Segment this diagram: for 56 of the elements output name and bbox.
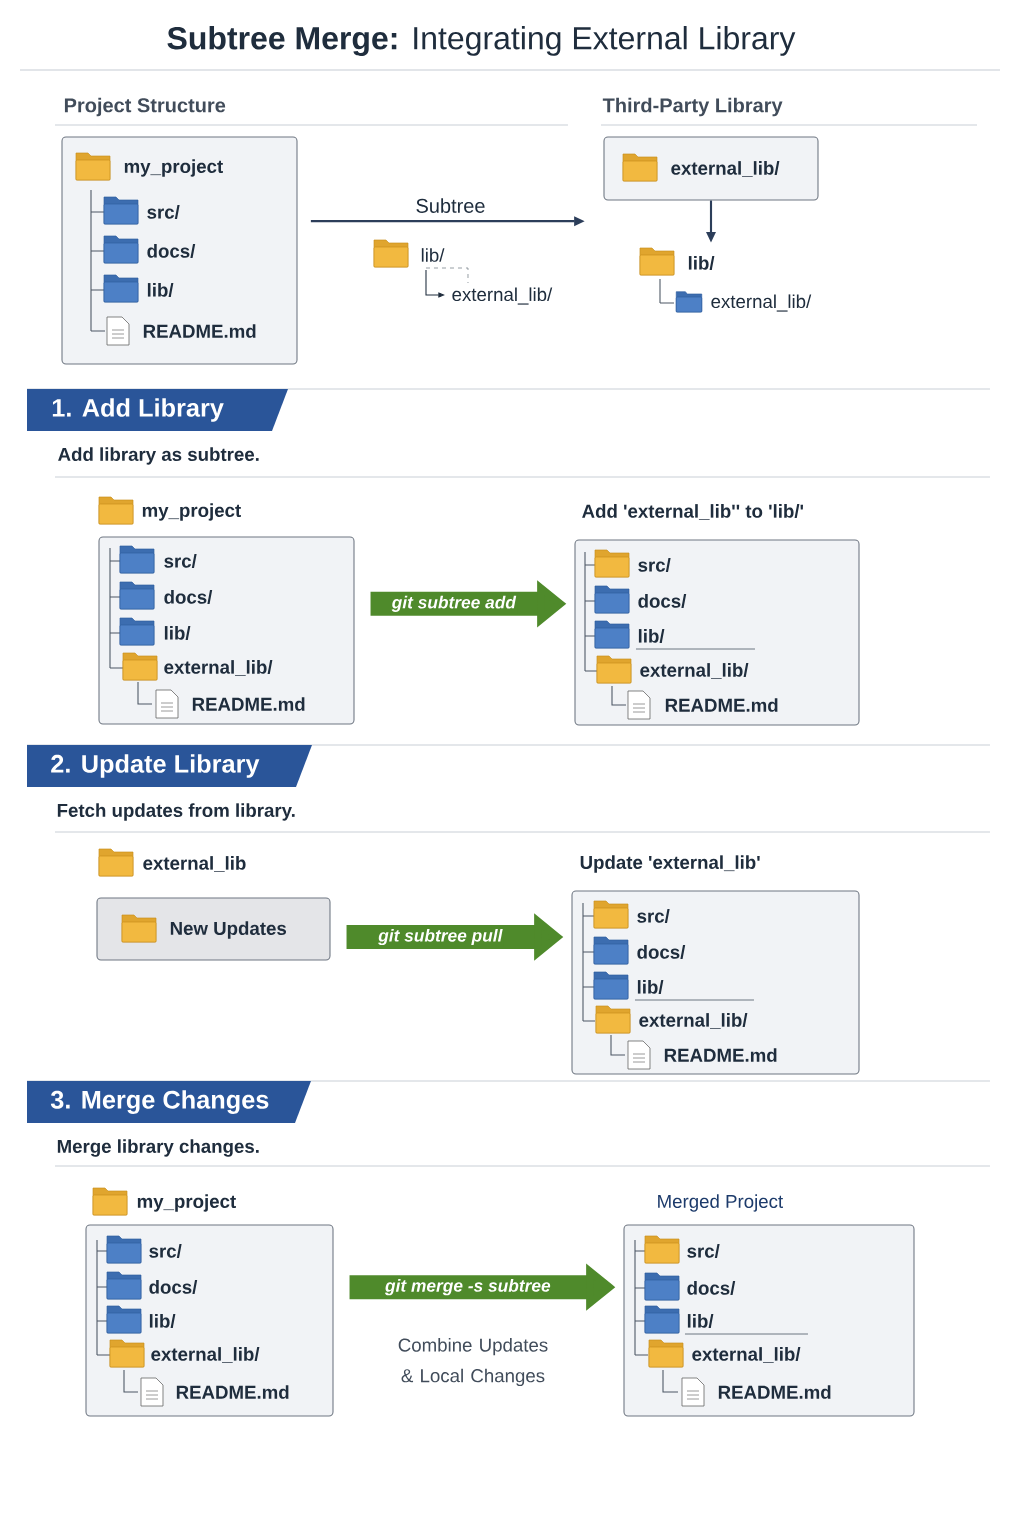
file-name: README.md bbox=[718, 1385, 831, 1399]
box-heading: Add 'external_lib'' to 'lib/' bbox=[582, 504, 803, 520]
folder-name: external_lib/ bbox=[639, 1013, 748, 1029]
file-name: README.md bbox=[176, 1385, 289, 1399]
folder-name: external_lib bbox=[143, 856, 246, 872]
folder-name: external_lib/ bbox=[452, 287, 553, 305]
box-heading: Merged Project bbox=[658, 1194, 783, 1212]
edge-label: git merge -s subtree bbox=[384, 1279, 551, 1296]
folder-name: src/ bbox=[147, 205, 180, 219]
step-description: Merge library changes. bbox=[57, 1139, 259, 1157]
folder-name: external_lib/ bbox=[711, 294, 812, 312]
folder-name: src/ bbox=[149, 1244, 182, 1258]
folder-name: external_lib/ bbox=[692, 1347, 801, 1363]
edge-label: Subtree bbox=[416, 198, 485, 213]
folder-name: external_lib/ bbox=[164, 660, 273, 676]
folder-name: docs/ bbox=[164, 590, 213, 604]
folder-name: my_project bbox=[124, 159, 223, 177]
section-banner: 2. Update Library bbox=[27, 745, 312, 787]
folder-name: src/ bbox=[687, 1244, 720, 1258]
folder-name: my_project bbox=[142, 503, 241, 521]
folder-name: src/ bbox=[637, 909, 670, 923]
file-name: README.md bbox=[143, 324, 256, 338]
file-name: README.md bbox=[192, 697, 305, 711]
folder-name: lib/ bbox=[421, 248, 445, 262]
folder-name: New Updates bbox=[170, 921, 287, 939]
step-description: Add library as subtree. bbox=[58, 447, 259, 465]
step-description: Fetch updates from library. bbox=[57, 803, 295, 821]
folder-name: lib/ bbox=[149, 1314, 176, 1328]
section-banner: 1. Add Library bbox=[27, 389, 288, 431]
folder-name: lib/ bbox=[147, 283, 174, 297]
folder-name: docs/ bbox=[637, 945, 686, 959]
folder-name: docs/ bbox=[149, 1280, 198, 1294]
folder-name: docs/ bbox=[687, 1281, 736, 1295]
section-banner: 3. Merge Changes bbox=[27, 1081, 311, 1123]
file-name: README.md bbox=[665, 698, 778, 712]
folder-name: my_project bbox=[137, 1194, 236, 1212]
note-text: Combine Updates & Local Changes bbox=[398, 1338, 548, 1387]
section-heading: Project Structure bbox=[64, 97, 226, 117]
folder-name: lib/ bbox=[638, 629, 665, 643]
box-heading: Update 'external_lib' bbox=[580, 855, 760, 873]
folder-name: docs/ bbox=[147, 244, 196, 258]
file-name: README.md bbox=[664, 1048, 777, 1062]
edge-label: git subtree pull bbox=[378, 928, 503, 946]
folder-name: docs/ bbox=[638, 594, 687, 608]
folder-name: lib/ bbox=[637, 980, 664, 994]
folder-name: external_lib/ bbox=[640, 663, 749, 679]
section-heading: Third-Party Library bbox=[602, 97, 783, 117]
folder-name: external_lib/ bbox=[151, 1347, 260, 1363]
folder-name: lib/ bbox=[164, 626, 191, 640]
folder-name: src/ bbox=[164, 554, 197, 568]
folder-name: src/ bbox=[638, 558, 671, 572]
folder-name: external_lib/ bbox=[671, 161, 780, 177]
edge-label: git subtree add bbox=[391, 595, 517, 612]
title: Subtree Merge: Integrating External Library bbox=[167, 26, 796, 56]
folder-name: lib/ bbox=[688, 256, 715, 270]
folder-name: lib/ bbox=[687, 1314, 714, 1328]
